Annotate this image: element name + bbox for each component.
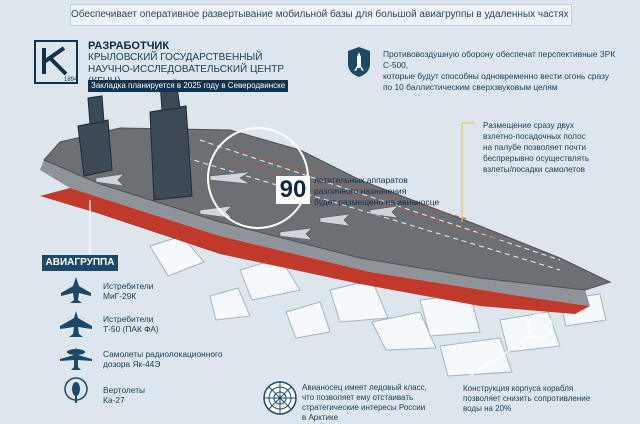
aircraft-count-line3: будет размещено на авианосце [314, 197, 440, 207]
runways-line3: на палубе позволяет почти [483, 143, 586, 152]
ka27-helicopter-icon [64, 377, 88, 403]
aircraft-count-number: 90 [276, 176, 310, 204]
island-superstructure [77, 79, 193, 201]
air-group-item-2-line2: Т-50 (ПАК ФА) [103, 324, 159, 334]
air-defense-text: Противовоздушную оборону обеспечат персп… [383, 49, 623, 93]
air-group-item-3-line2: дозора Як-44Э [103, 359, 161, 369]
aircraft-count-line1: летательных аппаратов [314, 175, 408, 185]
ice-class-line4: в Арктике [302, 413, 339, 422]
hull-line2: позволяет снизить сопротивление [463, 394, 591, 403]
runways-line2: взлетно-посадочных полос [483, 132, 586, 141]
hull-side [40, 160, 590, 306]
air-group-item-3: Самолеты радиолокационного дозора Як-44Э [103, 349, 233, 369]
t50-fighter-icon [60, 311, 92, 337]
air-group-item-2: Истребители Т-50 (ПАК ФА) [103, 314, 233, 334]
ice-class-text: Авианосец имеет ледовый класс, что позво… [302, 383, 452, 423]
deck-aircraft [95, 171, 399, 241]
air-group-item-4-line2: Ка-27 [103, 395, 125, 405]
runways-line4: беспрерывно осуществлять [483, 154, 590, 163]
aircraft-count-text: летательных аппаратов различного назначе… [314, 175, 464, 208]
runways-line1: Размещение сразу двух [483, 121, 574, 130]
mig29k-fighter-icon [61, 277, 91, 303]
developer-org-line1: КРЫЛОВСКИЙ ГОСУДАРСТВЕННЫЙ [88, 52, 263, 63]
top-banner: Обеспечивает оперативное развертывание м… [70, 4, 572, 26]
ice-class-line1: Авианосец имеет ледовый класс, [302, 383, 427, 392]
aircraft-count-line2: различного назначения [314, 186, 407, 196]
runways-line5: взлеты/посадки самолетов [483, 165, 585, 174]
air-group-item-1-line2: МиГ-29К [103, 291, 137, 301]
hull-line1: Конструкция корпуса корабля [463, 384, 574, 393]
air-group-item-3-line1: Самолеты радиолокационного [103, 349, 223, 359]
developer-heading: РАЗРАБОТЧИК [88, 40, 170, 52]
hull-red [40, 188, 590, 314]
air-group-item-2-line1: Истребители [103, 314, 154, 324]
developer-note: Закладка планируется в 2025 году в Север… [88, 80, 289, 92]
ice-class-line2: что позволяет ему отстаивать [302, 393, 414, 402]
air-group-item-4: Вертолеты Ка-27 [103, 385, 233, 405]
air-group-item-1-line1: Истребители [103, 281, 154, 291]
ice-globe-icon [263, 381, 297, 415]
ice-class-line3: стратегические интересы России [302, 403, 426, 412]
kgnc-logo-icon: 1894 [34, 40, 78, 84]
hull-line3: воды на 20% [463, 404, 512, 413]
air-defense-line2: которые будут способны одновременно вест… [383, 71, 610, 81]
logo-caption: 1894 [64, 77, 78, 83]
runways-text: Размещение сразу двух взлетно-посадочных… [483, 120, 603, 175]
air-group-item-1: Истребители МиГ-29К [103, 281, 233, 301]
missile-shield-icon [348, 47, 370, 77]
hull-design-text: Конструкция корпуса корабля позволяет сн… [463, 384, 593, 414]
air-group-title: АВИАГРУППА [42, 255, 118, 271]
yak44-radar-plane-icon [60, 347, 92, 370]
air-defense-line3: по 10 баллистическим сверхзвуковым целям [383, 82, 558, 92]
air-defense-line1: Противовоздушную оборону обеспечат персп… [383, 49, 616, 70]
air-group-item-4-line1: Вертолеты [103, 385, 146, 395]
